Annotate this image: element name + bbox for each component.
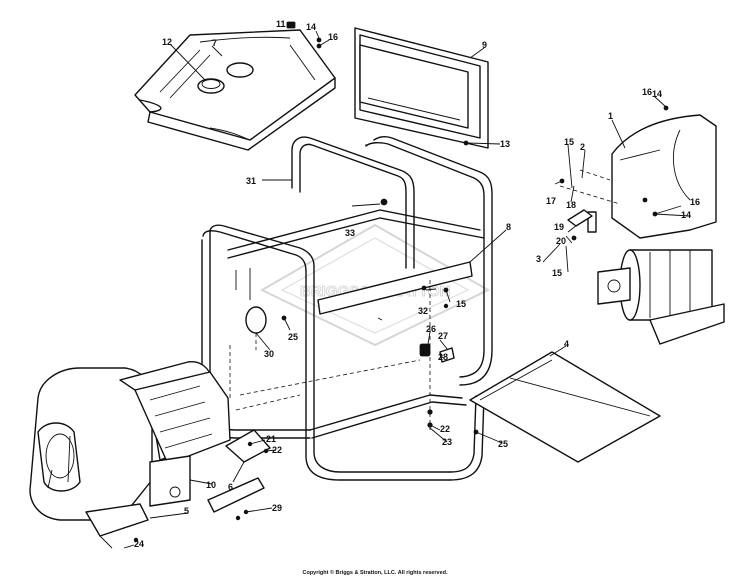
callout-label: 12	[162, 37, 172, 47]
callout-label: 19	[554, 222, 564, 232]
callout-label: 5	[184, 506, 189, 516]
callout-label: 20	[556, 236, 566, 246]
callout-label: 1	[608, 111, 613, 121]
copyright-notice: Copyright © Briggs & Stratton, LLC. All …	[302, 570, 448, 576]
leader-lines	[123, 23, 691, 549]
callout-label: 8	[506, 222, 511, 232]
callout-label: 25	[498, 439, 508, 449]
callout-label: 31	[246, 176, 256, 186]
brand-watermark: BRIGGS&STRATTON	[259, 223, 491, 347]
callout-label: 7	[212, 38, 217, 48]
callout-label: 29	[272, 503, 282, 513]
callout-label: 28	[438, 352, 448, 362]
callout-label: 25	[288, 332, 298, 342]
callout-label: 30	[264, 349, 274, 359]
lifting-handle-part	[291, 135, 493, 386]
callout-label: 22	[272, 445, 282, 455]
callout-label: 10	[206, 480, 216, 490]
callout-label: 16	[328, 32, 338, 42]
callout-label: 15	[564, 137, 574, 147]
callout-label: 18	[566, 200, 576, 210]
callout-label: 14	[652, 89, 662, 99]
callout-label: 27	[438, 331, 448, 341]
callout-label: 17	[546, 196, 556, 206]
callout-label: 15	[456, 299, 466, 309]
callout-label: 15	[552, 268, 562, 278]
callout-label: 24	[134, 539, 144, 549]
callout-label: 2	[580, 142, 585, 152]
callout-label: 33	[345, 228, 355, 238]
callout-label: 16	[642, 87, 652, 97]
callout-label: 13	[500, 139, 510, 149]
fuel-tank-part	[134, 21, 336, 151]
callout-label: 9	[482, 40, 487, 50]
callout-label: 23	[442, 437, 452, 447]
grommet-and-fasteners	[133, 37, 669, 543]
callout-label: 26	[426, 324, 436, 334]
callout-labels: 1 2 3 4 5 6 7 8 9 10 11 12 13 14 14 14 1…	[134, 19, 700, 549]
callout-label: 32	[418, 306, 428, 316]
control-panel-part	[354, 27, 489, 149]
callout-label: 3	[536, 254, 541, 264]
callout-label: 21	[266, 434, 276, 444]
callout-label: 6	[228, 482, 233, 492]
alternator-part	[559, 114, 725, 345]
callout-label: 22	[440, 424, 450, 434]
callout-label: 16	[690, 197, 700, 207]
bottom-cover-part	[469, 351, 661, 463]
callout-label: 11	[276, 19, 286, 29]
callout-label: 4	[564, 339, 569, 349]
callout-label: 14	[681, 210, 691, 220]
engine-part	[29, 361, 271, 549]
callout-label: 14	[306, 22, 316, 32]
